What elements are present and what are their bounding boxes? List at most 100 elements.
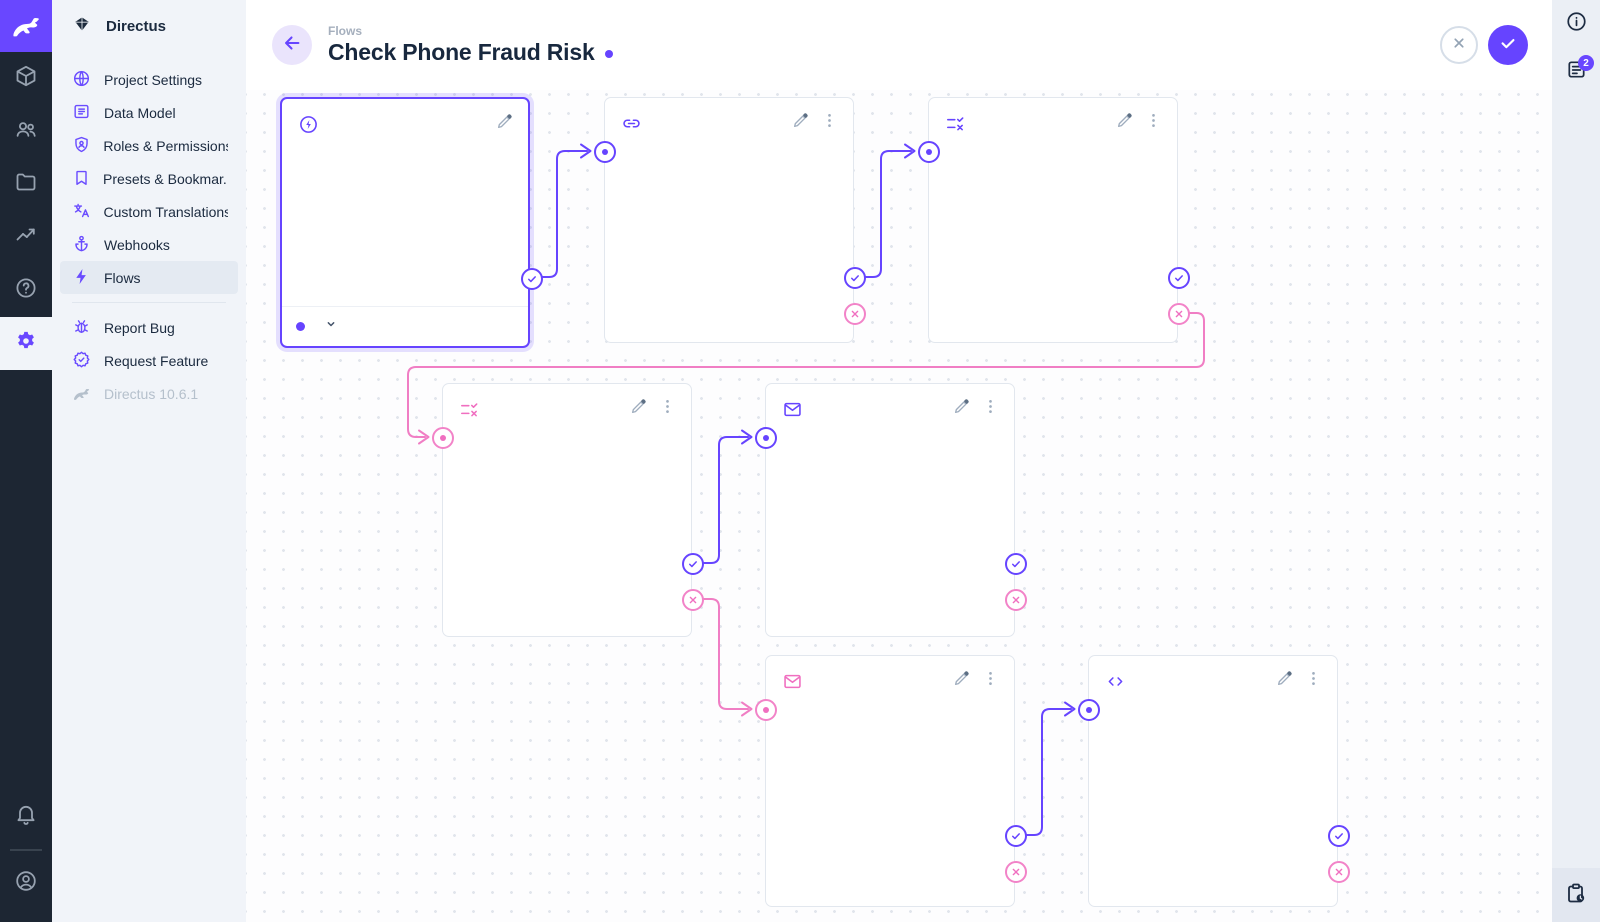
- trigger-status-dropdown[interactable]: [282, 306, 528, 346]
- sidebar-item-data-model[interactable]: Data Model: [60, 96, 238, 129]
- flow-card-trigger[interactable]: [280, 97, 543, 348]
- activity-button[interactable]: 2: [1552, 48, 1600, 96]
- info-icon: [1565, 10, 1588, 38]
- resolve-connector[interactable]: [682, 553, 704, 575]
- input-connector[interactable]: [755, 699, 777, 721]
- resolve-connector[interactable]: [1328, 825, 1350, 847]
- flow-card-condition_allowed[interactable]: [918, 97, 1190, 343]
- flow-card-send_email_flagged[interactable]: [755, 383, 1027, 637]
- users-module[interactable]: [0, 105, 52, 158]
- settings-module[interactable]: [0, 317, 52, 370]
- mail-icon: [782, 399, 803, 420]
- input-connector[interactable]: [594, 141, 616, 163]
- sidebar-item-label: Presets & Bookmar...: [103, 170, 228, 187]
- reject-connector[interactable]: [1005, 589, 1027, 611]
- list-alt-icon: [72, 102, 91, 124]
- pencil-icon[interactable]: [952, 669, 971, 693]
- directus-logo[interactable]: [0, 0, 52, 52]
- sidebar-item-directus-10-6-1[interactable]: Directus 10.6.1: [60, 377, 238, 410]
- sidebar-item-label: Webhooks: [104, 236, 170, 253]
- more-menu-icon[interactable]: [1144, 111, 1163, 135]
- resolve-connector[interactable]: [1005, 825, 1027, 847]
- breadcrumb[interactable]: Flows: [328, 24, 363, 38]
- save-button[interactable]: [1488, 25, 1528, 65]
- title-block: Flows Check Phone Fraud Risk: [328, 24, 613, 66]
- status-dot: [296, 322, 305, 331]
- resolve-connector[interactable]: [1168, 267, 1190, 289]
- nav-divider: [72, 302, 226, 303]
- reject-connector[interactable]: [1168, 303, 1190, 325]
- input-connector[interactable]: [918, 141, 940, 163]
- sidebar-item-presets-bookmar[interactable]: Presets & Bookmar...: [60, 162, 238, 195]
- pencil-icon[interactable]: [791, 111, 810, 135]
- connection-condition_flagged-to-send_email_flagged: [702, 436, 749, 564]
- module-bar: [0, 0, 52, 922]
- connection-arrow-icon: [904, 143, 916, 159]
- module-bar-bottom: [0, 790, 52, 922]
- flow-canvas[interactable]: [246, 0, 1552, 922]
- resolve-connector[interactable]: [1005, 553, 1027, 575]
- sidebar-item-custom-translations[interactable]: Custom Translations: [60, 195, 238, 228]
- more-menu-icon[interactable]: [820, 111, 839, 135]
- info-button[interactable]: [1552, 0, 1600, 48]
- connection-arrow-icon: [580, 143, 592, 159]
- input-connector[interactable]: [755, 427, 777, 449]
- flow-card-send_email_unable[interactable]: [755, 655, 1027, 907]
- flow-card-run_script[interactable]: [1078, 655, 1350, 907]
- input-connector[interactable]: [1078, 699, 1100, 721]
- help-icon: [14, 276, 38, 305]
- cube-icon: [14, 64, 38, 93]
- pencil-icon[interactable]: [952, 397, 971, 421]
- sidebar-item-request-feature[interactable]: Request Feature: [60, 344, 238, 377]
- flow-card-condition_flagged[interactable]: [432, 383, 704, 637]
- sidebar-item-label: Custom Translations: [103, 203, 228, 220]
- connection-arrow-icon: [741, 429, 753, 445]
- sidebar-item-roles-permissions[interactable]: Roles & Permissions: [60, 129, 238, 162]
- resolve-connector[interactable]: [844, 267, 866, 289]
- rabbit-icon: [10, 8, 42, 45]
- connection-arrow-icon: [418, 429, 430, 445]
- flow-card-webhook[interactable]: [594, 97, 866, 343]
- sidebar-item-flows[interactable]: Flows: [60, 261, 238, 294]
- mail-icon: [782, 671, 803, 692]
- connection-webhook-to-condition_allowed: [864, 150, 912, 278]
- more-menu-icon[interactable]: [1304, 669, 1323, 693]
- content-module[interactable]: [0, 52, 52, 105]
- sidebar-item-report-bug[interactable]: Report Bug: [60, 311, 238, 344]
- sidebar-item-label: Report Bug: [104, 319, 175, 336]
- project-name: Directus: [106, 17, 167, 35]
- connection-arrow-icon: [741, 701, 753, 717]
- back-button[interactable]: [272, 25, 312, 65]
- resolve-connector[interactable]: [521, 268, 543, 290]
- insights-module[interactable]: [0, 211, 52, 264]
- reject-connector[interactable]: [1005, 861, 1027, 883]
- sidebar-item-project-settings[interactable]: Project Settings: [60, 63, 238, 96]
- pencil-icon[interactable]: [1115, 111, 1134, 135]
- more-menu-icon[interactable]: [981, 397, 1000, 421]
- pencil-icon[interactable]: [1275, 669, 1294, 693]
- pencil-icon[interactable]: [629, 397, 648, 421]
- reject-connector[interactable]: [844, 303, 866, 325]
- cancel-button[interactable]: [1440, 26, 1478, 64]
- more-menu-icon[interactable]: [658, 397, 677, 421]
- gear-icon: [14, 329, 38, 358]
- sidebar-item-webhooks[interactable]: Webhooks: [60, 228, 238, 261]
- bolt-circle-icon: [298, 114, 319, 135]
- right-sidebar: 2: [1552, 0, 1600, 922]
- shield-person-icon: [72, 135, 90, 157]
- reject-connector[interactable]: [682, 589, 704, 611]
- more-menu-icon[interactable]: [981, 669, 1000, 693]
- docs-module[interactable]: [0, 264, 52, 317]
- files-module[interactable]: [0, 158, 52, 211]
- pencil-icon[interactable]: [495, 112, 514, 136]
- account-button[interactable]: [0, 857, 52, 910]
- notifications-button[interactable]: [0, 790, 52, 843]
- reject-connector[interactable]: [1328, 861, 1350, 883]
- account-icon: [14, 869, 38, 898]
- toggle-sidebar-button[interactable]: [1552, 868, 1600, 922]
- project-header[interactable]: Directus: [52, 0, 246, 52]
- input-connector[interactable]: [432, 427, 454, 449]
- bug-icon: [72, 317, 91, 339]
